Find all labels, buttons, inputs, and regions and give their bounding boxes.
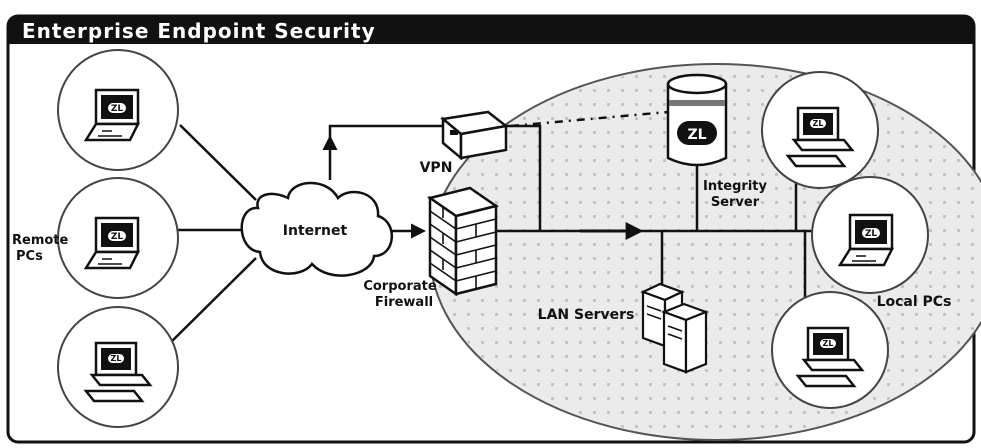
firewall-icon — [427, 186, 499, 297]
svg-text:ZL: ZL — [687, 127, 706, 143]
integrity-server-label-line2: Server — [711, 195, 760, 210]
remote-pcs-label-line1: Remote — [12, 233, 69, 248]
tower-servers-icon — [640, 282, 710, 374]
remote-pcs-label-line2: PCs — [16, 249, 43, 264]
internet-label: Internet — [283, 223, 348, 239]
connection-lines — [164, 110, 816, 349]
integrity-server-label-line1: Integrity — [703, 179, 768, 194]
header-bar — [8, 16, 974, 44]
local-pc-middle — [811, 176, 929, 294]
lan-servers-label: LAN Servers — [538, 307, 635, 323]
vpn-label: VPN — [420, 160, 453, 176]
cloud-icon — [240, 181, 394, 277]
firewall-label-line2: Firewall — [375, 295, 433, 310]
diagram-title: Enterprise Endpoint Security — [22, 19, 376, 43]
local-pcs-label: Local PCs — [877, 294, 952, 310]
server-icon: ZL — [666, 73, 728, 167]
local-pc-top — [761, 71, 879, 189]
vpn-box-icon — [440, 110, 509, 161]
remote-pc-middle — [57, 177, 179, 299]
firewall-label-line1: Corporate — [363, 279, 437, 294]
remote-pc-top — [57, 49, 179, 171]
local-pc-bottom — [771, 291, 889, 409]
remote-pc-bottom — [57, 306, 179, 428]
